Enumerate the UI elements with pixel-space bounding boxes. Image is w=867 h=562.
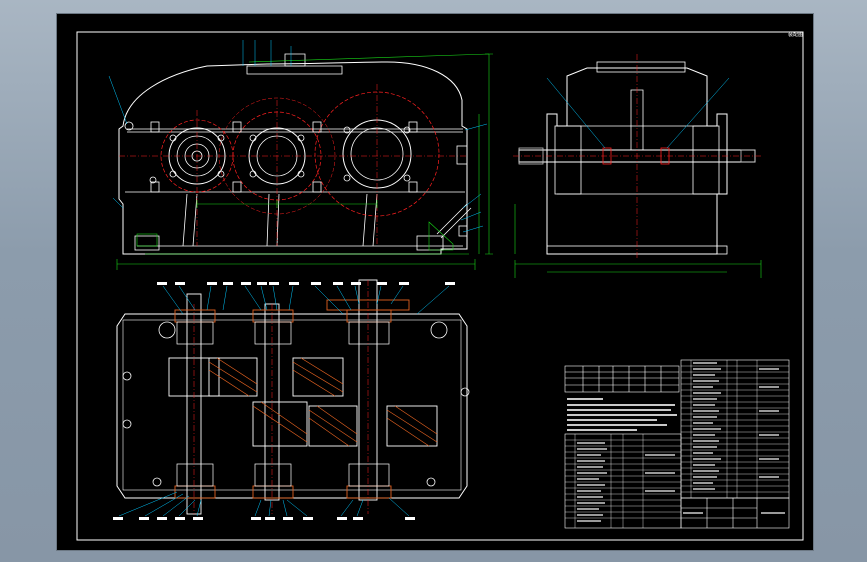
- gear-5: [308, 405, 358, 447]
- spec-and-parts-table: [564, 359, 790, 529]
- tech-requirements: [567, 398, 677, 431]
- drawing-frame: [76, 31, 804, 541]
- cad-drawing: [76, 31, 804, 541]
- sheet-tag: 装配图: [787, 32, 803, 38]
- side-view: [513, 54, 762, 278]
- gear-4: [252, 401, 308, 447]
- drawing-sheet: 装配图: [56, 13, 814, 551]
- gear-2: [208, 357, 258, 397]
- dipstick: [436, 203, 472, 239]
- front-view: [108, 40, 493, 270]
- plan-section-view: [113, 279, 470, 520]
- gear-6: [386, 405, 438, 447]
- gear-3: [292, 357, 344, 397]
- housing-outline: [118, 61, 468, 255]
- inspection-cover: [246, 65, 343, 75]
- plan-housing: [116, 313, 468, 499]
- tech-spec-table: [564, 365, 680, 393]
- title-block: [680, 497, 790, 529]
